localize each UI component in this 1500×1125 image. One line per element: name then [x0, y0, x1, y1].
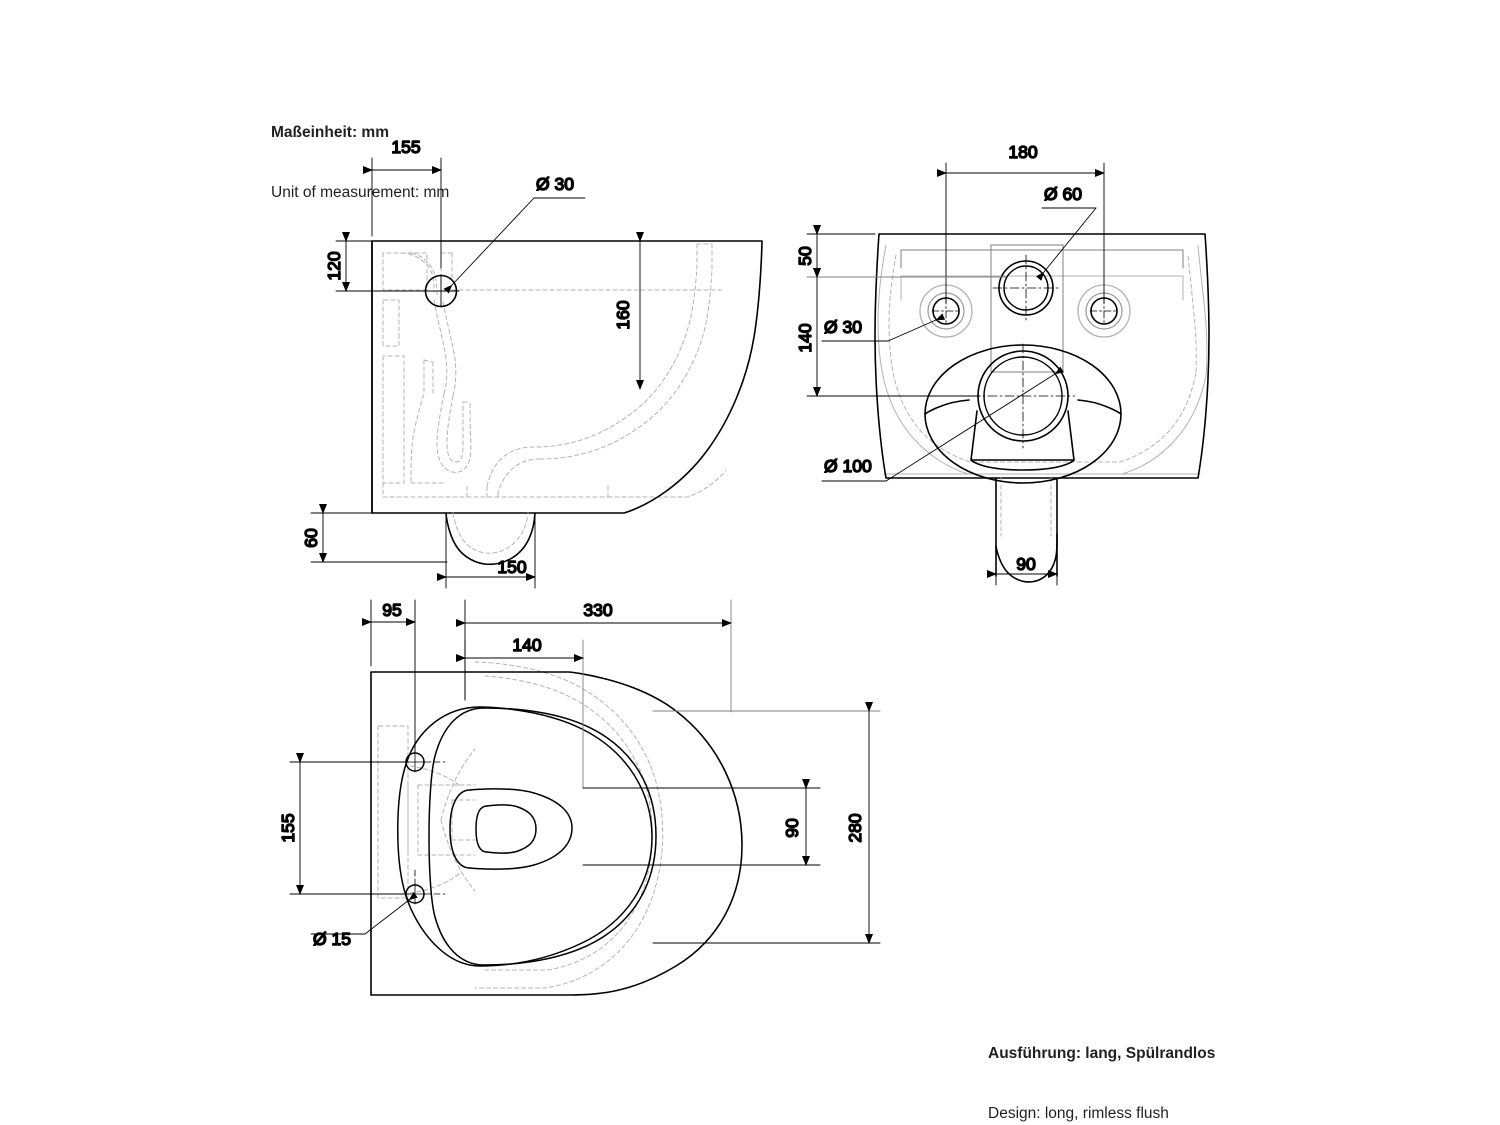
callout-label-rear-dia100: Ø 100 [824, 456, 872, 476]
dimension-label-side-60: 60 [301, 528, 321, 548]
design-label-en: Design: long, rimless flush [988, 1105, 1169, 1122]
dimension-label-side-160: 160 [613, 300, 633, 329]
callout-rear-dia100 [821, 366, 1065, 482]
plan-outer-outline [370, 671, 743, 996]
dimension-rear-140 [806, 268, 981, 397]
dimension-plan-90 [582, 779, 821, 866]
unit-label-en: Unit of measurement: mm [271, 184, 450, 201]
rear-hidden-details [877, 244, 1208, 475]
callout-label-side-dia30: Ø 30 [536, 174, 574, 194]
callout-plan-dia15 [310, 892, 418, 935]
side-outer-outline [371, 240, 763, 514]
callout-rear-dia60 [1035, 207, 1097, 281]
dimension-side-60 [310, 504, 448, 563]
callout-label-rear-dia60: Ø 60 [1044, 184, 1082, 204]
unit-label-de: Maßeinheit: mm [271, 124, 389, 141]
callout-label-plan-dia15: Ø 15 [313, 929, 351, 949]
dimension-plan-280 [652, 702, 881, 944]
dimension-rear-180 [937, 162, 1105, 304]
dimension-label-rear-180: 180 [1008, 142, 1037, 162]
rear-bowl-outline [924, 344, 1122, 484]
plan-mount-hole-bottom-dia15 [404, 869, 446, 905]
side-outlet-bulb [445, 512, 536, 566]
dimension-label-side-155: 155 [391, 137, 420, 157]
rear-outlet-hole-dia60 [992, 254, 1060, 322]
rear-outer-outline [874, 233, 1210, 479]
plan-top-view: 95 330 140 [277, 599, 881, 996]
dimension-rear-90 [987, 545, 1058, 586]
dimension-label-rear-50: 50 [795, 246, 815, 266]
dimension-label-rear-90: 90 [1016, 554, 1036, 574]
design-description-block: Ausführung: lang, Spülrandlos Design: lo… [988, 1004, 1215, 1125]
dimension-label-plan-280: 280 [845, 813, 865, 842]
dimension-label-plan-90: 90 [782, 818, 802, 838]
dimension-plan-140 [456, 639, 584, 789]
callout-side-dia30 [443, 197, 586, 294]
side-elevation-view: 155 120 160 60 [300, 136, 763, 589]
plan-mount-hole-top-dia15 [404, 741, 446, 773]
callout-label-rear-dia30: Ø 30 [824, 317, 862, 337]
dimension-side-150 [437, 512, 536, 589]
design-label-de: Ausführung: lang, Spülrandlos [988, 1045, 1216, 1062]
plan-bowl-inner [397, 706, 653, 967]
dimension-side-155 [363, 157, 442, 269]
dimension-label-plan-155: 155 [278, 813, 298, 842]
dimension-label-plan-95: 95 [382, 600, 401, 620]
dimension-label-side-150: 150 [497, 557, 526, 577]
rear-elevation-view: 180 50 140 [794, 141, 1210, 586]
dimension-label-plan-330: 330 [583, 600, 612, 620]
dimension-plan-155 [289, 753, 406, 895]
unit-of-measurement-block: Maßeinheit: mm Unit of measurement: mm [271, 83, 449, 243]
dimension-side-120 [335, 232, 427, 292]
plan-hidden-details [377, 661, 664, 989]
dimension-plan-95 [362, 599, 416, 753]
dimension-label-rear-140: 140 [795, 323, 815, 352]
callout-rear-dia30 [821, 313, 946, 342]
plan-inlet-oval [449, 788, 573, 870]
dimension-rear-50 [806, 225, 1007, 278]
side-fixing-hole-dia30 [422, 274, 460, 308]
plan-bowl-ring2 [428, 707, 657, 966]
rear-center-boss [900, 244, 1184, 373]
dimension-label-plan-140: 140 [512, 635, 541, 655]
dimension-label-side-120: 120 [324, 251, 344, 280]
rear-trap-hole-dia100 [970, 343, 1076, 449]
side-hidden-details [382, 243, 727, 498]
